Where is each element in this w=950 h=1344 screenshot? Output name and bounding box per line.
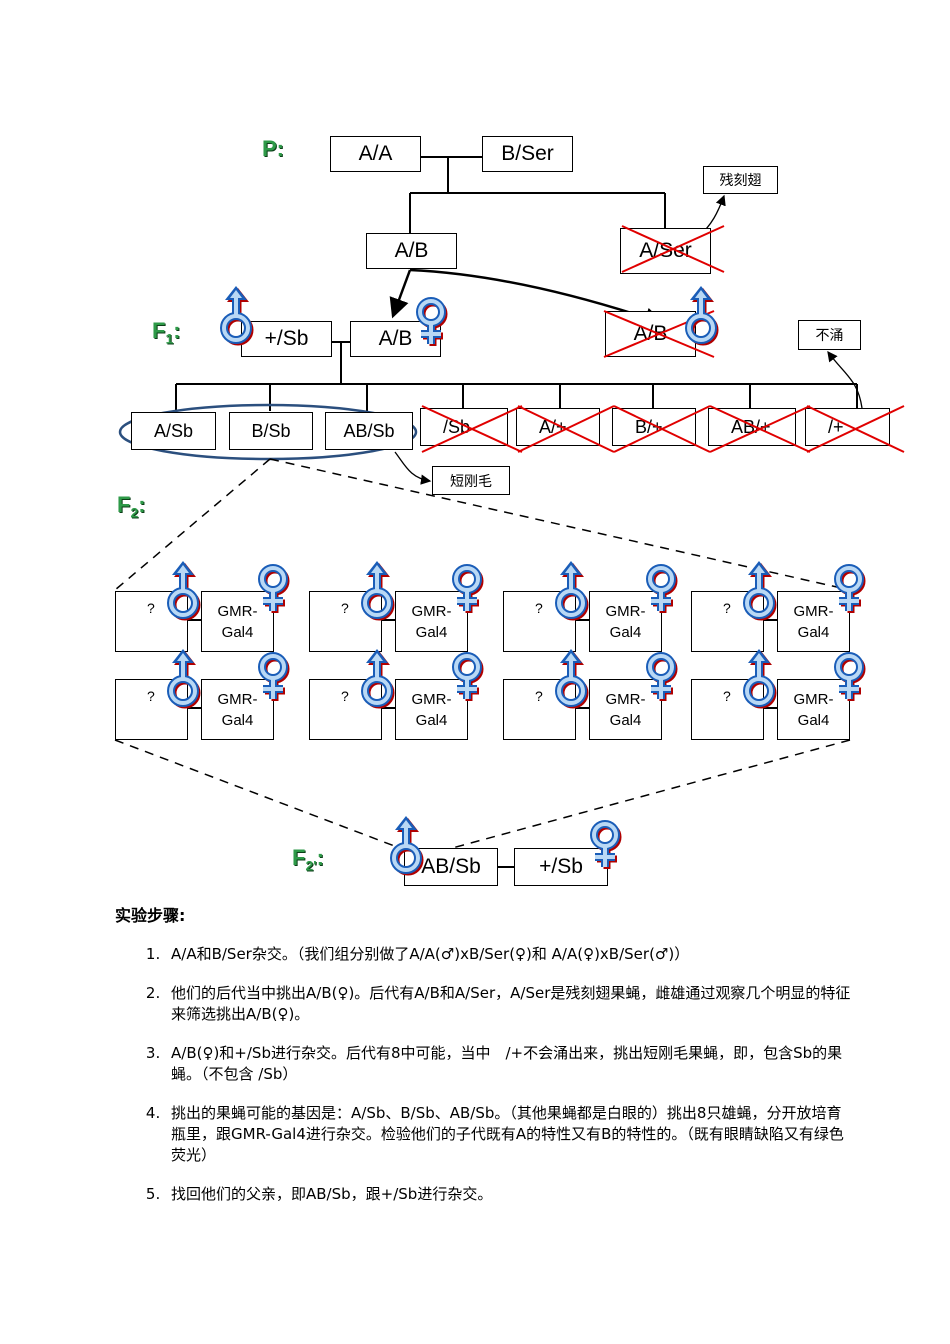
cross-connectors [187,619,777,868]
unknown-genotype-label: ? [341,600,349,616]
unknown-genotype-label: ? [723,688,731,704]
f1-connectors [175,341,858,411]
unknown-male-box: ? [115,679,188,740]
unknown-male-box: ? [503,679,576,740]
f2prime-generation-label: F2': [292,845,324,874]
steps-title: 实验步骤: [115,906,186,925]
step-item: 找回他们的父亲，即AB/Sb，跟+/Sb进行杂交。 [165,1184,855,1205]
step-item: A/B(♀)和+/Sb进行杂交。后代有8中可能，当中 /+不会涌出来，挑出短刚毛… [165,1043,855,1085]
gmr-gal4-box: GMR- Gal4 [777,679,850,740]
offspring-genotype-box: A/+ [516,408,600,446]
gmr-label: GMR- [411,602,452,620]
f2-generation-label: F2: [117,492,146,521]
residual-wing-note: 残刻翅 [703,166,778,194]
unknown-male-box: ? [115,591,188,652]
offspring-genotype-box: B/+ [612,408,696,446]
gmr-label: GMR- [605,602,646,620]
f1-male-sb-box: +/Sb [241,321,332,357]
gal4-label: Gal4 [797,711,830,729]
f1-crossed-ab-box: A/B [605,311,696,357]
gal4-label: Gal4 [415,711,448,729]
gal4-label: Gal4 [609,711,642,729]
unknown-male-box: ? [691,591,764,652]
child-aser-box: A/Ser [620,228,711,274]
gmr-gal4-box: GMR- Gal4 [201,591,274,652]
p-generation-label: P: [262,136,284,161]
not-emerge-note: 不涌 [798,320,861,350]
gmr-gal4-box: GMR- Gal4 [201,679,274,740]
final-female-sb-box: +/Sb [514,848,608,886]
gal4-label: Gal4 [221,623,254,641]
parent-aa-box: A/A [330,136,421,172]
unknown-genotype-label: ? [723,600,731,616]
unknown-genotype-label: ? [147,600,155,616]
offspring-genotype-box: /Sb [420,408,508,446]
child-ab-box: A/B [366,233,457,269]
offspring-genotype-box: AB/+ [708,408,796,446]
offspring-genotype-box: B/Sb [229,412,313,450]
gmr-gal4-box: GMR- Gal4 [589,591,662,652]
gmr-gal4-box: GMR- Gal4 [777,591,850,652]
ab-arrow-icon [389,269,412,319]
step-item: 他们的后代当中挑出A/B(♀)。后代有A/B和A/Ser，A/Ser是残刻翅果蝇… [165,983,855,1025]
p-connectors [409,156,666,233]
final-male-absb-box: AB/Sb [404,848,498,886]
unknown-genotype-label: ? [341,688,349,704]
gmr-gal4-box: GMR- Gal4 [395,591,468,652]
experiment-steps: 实验步骤: A/A和B/Ser杂交。（我们组分别做了A/A(♂)xB/Ser(♀… [115,905,855,1223]
unknown-genotype-label: ? [535,600,543,616]
gmr-label: GMR- [217,602,258,620]
not-emerge-arrow-icon [827,350,863,409]
short-bristle-note: 短刚毛 [432,466,510,495]
offspring-genotype-box: A/Sb [131,412,216,450]
offspring-genotype-box: /+ [805,408,890,446]
gal4-label: Gal4 [609,623,642,641]
f1-generation-label: F1: [152,318,181,347]
gmr-label: GMR- [411,690,452,708]
gal4-label: Gal4 [415,623,448,641]
gmr-label: GMR- [605,690,646,708]
step-item: A/A和B/Ser杂交。（我们组分别做了A/A(♂)xB/Ser(♀)和 A/A… [165,944,855,965]
funnel-dashed-lines [114,458,851,851]
unknown-male-box: ? [503,591,576,652]
unknown-male-box: ? [309,591,382,652]
gmr-label: GMR- [793,602,834,620]
unknown-genotype-label: ? [147,688,155,704]
gmr-label: GMR- [793,690,834,708]
short-bristle-arrow-icon [394,451,432,485]
parent-bser-box: B/Ser [482,136,573,172]
gmr-gal4-box: GMR- Gal4 [395,679,468,740]
offspring-genotype-box: AB/Sb [325,412,413,450]
selection-ellipse [118,403,418,461]
unknown-genotype-label: ? [535,688,543,704]
unknown-male-box: ? [309,679,382,740]
f1-female-ab-box: A/B [350,321,441,357]
gmr-gal4-box: GMR- Gal4 [589,679,662,740]
gal4-label: Gal4 [797,623,830,641]
gmr-label: GMR- [217,690,258,708]
step-item: 挑出的果蝇可能的基因是：A/Sb、B/Sb、AB/Sb。（其他果蝇都是白眼的）挑… [165,1103,855,1166]
gal4-label: Gal4 [221,711,254,729]
unknown-male-box: ? [691,679,764,740]
